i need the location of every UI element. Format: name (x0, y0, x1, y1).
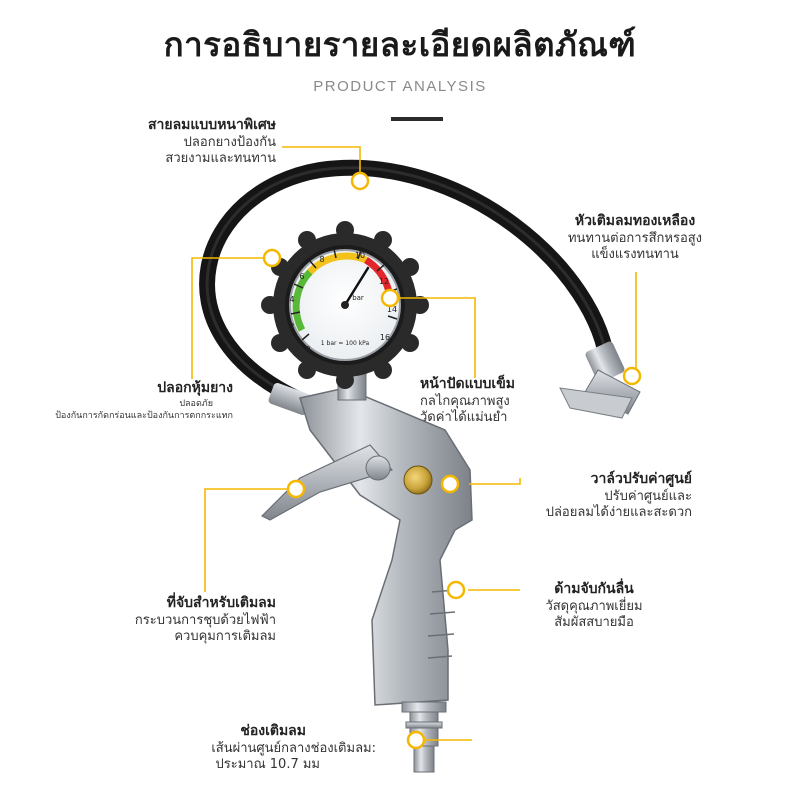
callout-text: ทนทานต่อการสึกหรอสูง (567, 230, 703, 246)
callout-text: ปล่อยลมได้ง่ายและสะดวก (545, 504, 692, 520)
gauge-tick-label: 2 (289, 322, 294, 331)
callout-inlet: ช่องเติมลม เส้นผ่านศูนย์กลางช่องเติมลม: … (160, 723, 376, 773)
callout-text: แข็งแรงทนทาน (591, 246, 679, 262)
callout-text: ป้องกันการกัดกร่อนและป้องกันการตกกระแทก (55, 410, 233, 421)
callout-text: สวยงามและทนทาน (165, 150, 276, 166)
callout-text: กระบวนการชุบด้วยไฟฟ้า (134, 612, 276, 628)
callout-text: ปลอกยางป้องกัน (183, 134, 276, 150)
air-inlet (401, 701, 447, 773)
title-underline (391, 117, 443, 121)
callout-brass-head: หัวเติมลมทองเหลือง ทนทานต่อการสึกหรอสูง … (540, 213, 730, 263)
callout-rubber-sleeve: ปลอกหุ้มยาง ปลอดภัย ป้องกันการกัดกร่อนแล… (40, 380, 233, 422)
callout-heading: สายลมแบบหนาพิเศษ (147, 117, 276, 133)
callout-zero-valve: วาล์วปรับค่าศูนย์ ปรับค่าศูนย์และ ปล่อยล… (510, 471, 692, 521)
marker-trigger (286, 479, 306, 499)
callout-text: วัดค่าได้แม่นยำ (420, 409, 508, 425)
callout-heading: ที่จับสำหรับเติมลม (166, 595, 276, 611)
page-title: การอธิบายรายละเอียดผลิตภัณฑ์ (163, 25, 637, 64)
callout-text: ปลอดภัย (179, 398, 213, 409)
callout-heading: หัวเติมลมทองเหลือง (574, 213, 696, 229)
callout-text: กลไกคุณภาพสูง (420, 393, 510, 409)
callout-dial: หน้าปัดแบบเข็ม กลไกคุณภาพสูง วัดค่าได้แม… (420, 376, 570, 426)
callout-hose: สายลมแบบหนาพิเศษ ปลอกยางป้องกัน สวยงามแล… (90, 117, 276, 167)
marker-brass-head (622, 366, 642, 386)
gauge-tick-label: 6 (299, 272, 304, 281)
page-subtitle: PRODUCT ANALYSIS (313, 78, 487, 95)
callout-text: เส้นผ่านศูนย์กลางช่องเติมลม: (211, 740, 376, 756)
callout-heading: หน้าปัดแบบเข็ม (420, 376, 516, 392)
trigger-lever (260, 444, 394, 521)
callout-text: วัสดุคุณภาพเยี่ยม (545, 598, 643, 614)
zero-valve-knob (403, 465, 433, 495)
gauge-unit: bar (352, 294, 364, 302)
gauge-tick-label: 0 (305, 345, 310, 354)
gauge-tick-label: 8 (319, 255, 324, 264)
gauge: 0 2 4 6 8 10 12 14 16 bar 1 bar = 100 kP… (261, 221, 429, 389)
gauge-tick-label: 4 (289, 295, 294, 304)
marker-rubber-sleeve (262, 248, 282, 268)
callout-heading: วาล์วปรับค่าศูนย์ (590, 471, 692, 487)
gauge-footnote: 1 bar = 100 kPa (321, 340, 370, 347)
callout-heading: ปลอกหุ้มยาง (157, 380, 233, 396)
marker-inlet (406, 730, 426, 750)
callout-text: สัมผัสสบายมือ (554, 614, 634, 630)
marker-grip (446, 580, 466, 600)
marker-dial (380, 288, 400, 308)
gauge-tick-label: 14 (387, 305, 397, 314)
gauge-tick-label: 16 (380, 333, 390, 342)
gun-body (299, 387, 473, 706)
callout-heading: ด้ามจับกันลื่น (554, 581, 634, 597)
callout-grip: ด้ามจับกันลื่น วัสดุคุณภาพเยี่ยม สัมผัสส… (524, 581, 664, 631)
callout-text: ปรับค่าศูนย์และ (604, 488, 692, 504)
gauge-tick-label: 10 (355, 251, 365, 260)
callout-text: ควบคุมการเติมลม (174, 628, 276, 644)
callout-heading: ช่องเติมลม (240, 723, 306, 739)
chuck-head (559, 341, 641, 419)
callout-text: ประมาณ 10.7 มม (215, 756, 321, 772)
marker-zero-valve (440, 474, 460, 494)
callout-trigger: ที่จับสำหรับเติมลม กระบวนการชุบด้วยไฟฟ้า… (100, 595, 276, 645)
marker-hose (350, 171, 370, 191)
gauge-needle (343, 266, 370, 307)
gauge-tick-label: 12 (379, 277, 389, 286)
